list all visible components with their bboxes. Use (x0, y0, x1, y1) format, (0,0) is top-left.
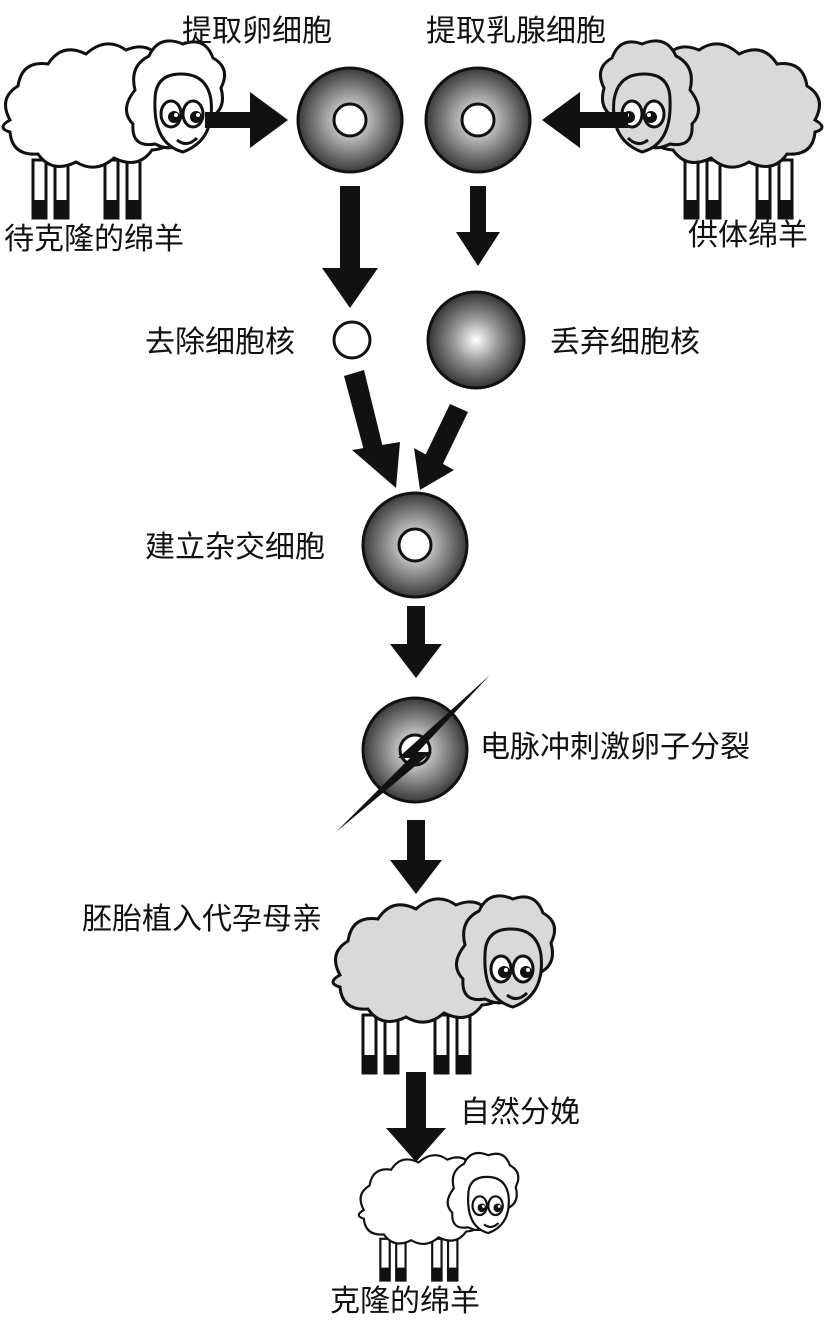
label-embryo-implant: 胚胎植入代孕母亲 (82, 902, 322, 937)
arrow-birth-down (386, 1072, 446, 1162)
hybrid-cell (361, 491, 469, 599)
label-electric-pulse: 电脉冲刺激卵子分裂 (480, 730, 750, 765)
label-donor-sheep: 供体绵羊 (688, 218, 808, 253)
enucleated-egg-nucleus (332, 320, 372, 360)
label-cloned-sheep: 克隆的绵羊 (330, 1284, 480, 1319)
label-discard-nucleus: 丢弃细胞核 (550, 325, 700, 360)
egg-cell (296, 66, 404, 174)
sheep-to-clone (1, 39, 227, 220)
label-extract-egg: 提取卵细胞 (182, 14, 332, 49)
label-natural-birth: 自然分娩 (460, 1095, 580, 1130)
label-extract-mammary: 提取乳腺细胞 (426, 14, 606, 49)
mammary-cell (424, 66, 532, 174)
label-sheep-to-clone: 待克隆的绵羊 (4, 222, 184, 257)
donor-sheep (600, 41, 822, 218)
arrow-mammary-down (456, 186, 500, 266)
lightning-bolt-icon (336, 675, 490, 832)
arrow-sheep-to-egg (205, 92, 288, 148)
arrow-egg-down (322, 186, 378, 308)
arrow-nucleus-to-hybrid (344, 370, 400, 488)
label-build-hybrid: 建立杂交细胞 (145, 530, 325, 565)
label-remove-nucleus: 去除细胞核 (145, 325, 295, 360)
donor-nucleus-ball (426, 290, 526, 390)
arrow-hybrid-down (390, 606, 442, 678)
arrow-ball-to-hybrid (414, 404, 468, 490)
arrow-pulse-down (390, 820, 442, 894)
cloned-sheep (357, 1151, 520, 1282)
surrogate-mother-sheep (331, 894, 557, 1075)
arrow-donor-to-mammary (542, 92, 628, 148)
